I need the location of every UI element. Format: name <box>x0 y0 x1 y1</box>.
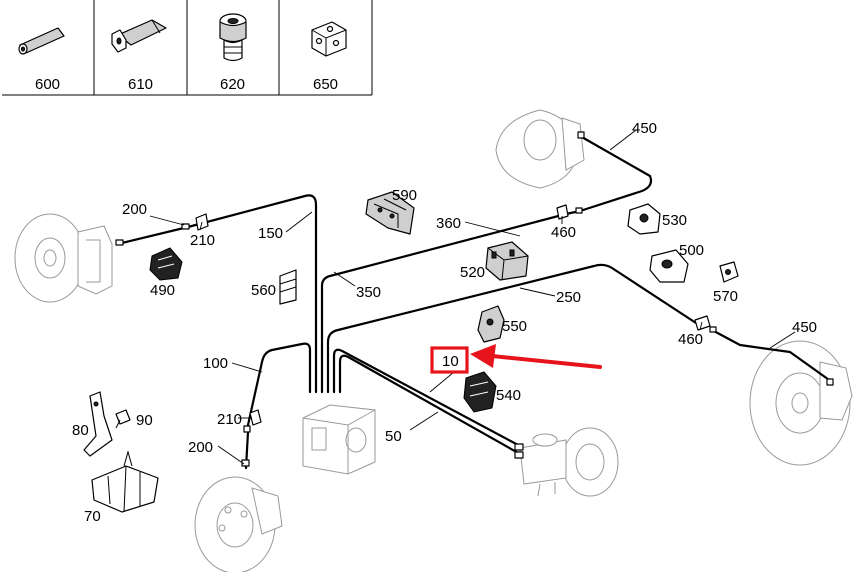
callout-460-lower[interactable]: 460 <box>678 331 703 348</box>
block-clip-icon[interactable] <box>311 21 347 57</box>
callout-10[interactable]: 10 <box>442 353 459 370</box>
table-header-620: 620 <box>220 76 245 93</box>
leader-lines <box>149 129 796 465</box>
callout-210-left[interactable]: 210 <box>190 232 215 249</box>
callout-360[interactable]: 360 <box>436 215 461 232</box>
callout-70[interactable]: 70 <box>84 508 101 525</box>
table-header-650: 650 <box>313 76 338 93</box>
plug-fitting-icon[interactable] <box>219 13 247 62</box>
callout-90[interactable]: 90 <box>136 412 153 429</box>
highlight-arrow-icon <box>490 354 602 369</box>
callout-250[interactable]: 250 <box>556 289 581 306</box>
callout-550[interactable]: 550 <box>502 318 527 335</box>
sleeve-icon[interactable] <box>18 27 65 55</box>
highlight-callout-10[interactable]: 10 <box>430 344 602 374</box>
callout-520[interactable]: 520 <box>460 264 485 281</box>
clip-590[interactable] <box>365 191 415 235</box>
callout-540[interactable]: 540 <box>496 387 521 404</box>
callout-210-lower[interactable]: 210 <box>217 411 242 428</box>
callout-80[interactable]: 80 <box>72 422 89 439</box>
clip-530[interactable] <box>627 203 661 235</box>
highlight-box <box>430 346 469 374</box>
clip-540[interactable] <box>463 371 497 413</box>
clip-490[interactable] <box>149 247 183 281</box>
callout-450-upper[interactable]: 450 <box>632 120 657 137</box>
callout-150[interactable]: 150 <box>258 225 283 242</box>
callouts: 450 590 360 530 460 200 210 150 500 520 … <box>72 120 817 525</box>
clip-520[interactable] <box>485 241 529 281</box>
callout-500[interactable]: 500 <box>679 242 704 259</box>
callout-570[interactable]: 570 <box>713 288 738 305</box>
callout-200-left[interactable]: 200 <box>122 201 147 218</box>
callout-460-upper[interactable]: 460 <box>551 224 576 241</box>
rear-right-brake-disc <box>749 340 853 466</box>
abs-hydraulic-unit <box>302 404 376 475</box>
callout-450-lower[interactable]: 450 <box>792 319 817 336</box>
callout-50[interactable]: 50 <box>385 428 402 445</box>
callout-100[interactable]: 100 <box>203 355 228 372</box>
brake-pipes <box>120 134 834 470</box>
front-left-brake-disc <box>14 213 113 303</box>
bolt-90[interactable] <box>115 409 131 429</box>
callout-560[interactable]: 560 <box>251 282 276 299</box>
pipe-fittings <box>115 131 834 467</box>
bracket-80[interactable] <box>83 391 113 457</box>
clip-550[interactable] <box>477 305 505 343</box>
parts-table: 600 610 620 650 <box>2 0 373 96</box>
front-right-brake-disc <box>495 109 585 189</box>
clip-560[interactable] <box>279 269 297 305</box>
highlight-arrowhead <box>470 344 496 368</box>
callout-200-lower[interactable]: 200 <box>188 439 213 456</box>
bracket-70[interactable] <box>91 450 159 513</box>
table-header-610: 610 <box>128 76 153 93</box>
clip-500[interactable] <box>649 249 689 283</box>
brake-booster <box>519 427 619 497</box>
callout-530[interactable]: 530 <box>662 212 687 229</box>
hex-nut-icon[interactable] <box>111 19 167 53</box>
callout-590[interactable]: 590 <box>392 187 417 204</box>
callout-350[interactable]: 350 <box>356 284 381 301</box>
rear-left-brake-disc <box>194 476 283 572</box>
table-header-600: 600 <box>35 76 60 93</box>
callout-490[interactable]: 490 <box>150 282 175 299</box>
clip-570[interactable] <box>719 261 739 283</box>
